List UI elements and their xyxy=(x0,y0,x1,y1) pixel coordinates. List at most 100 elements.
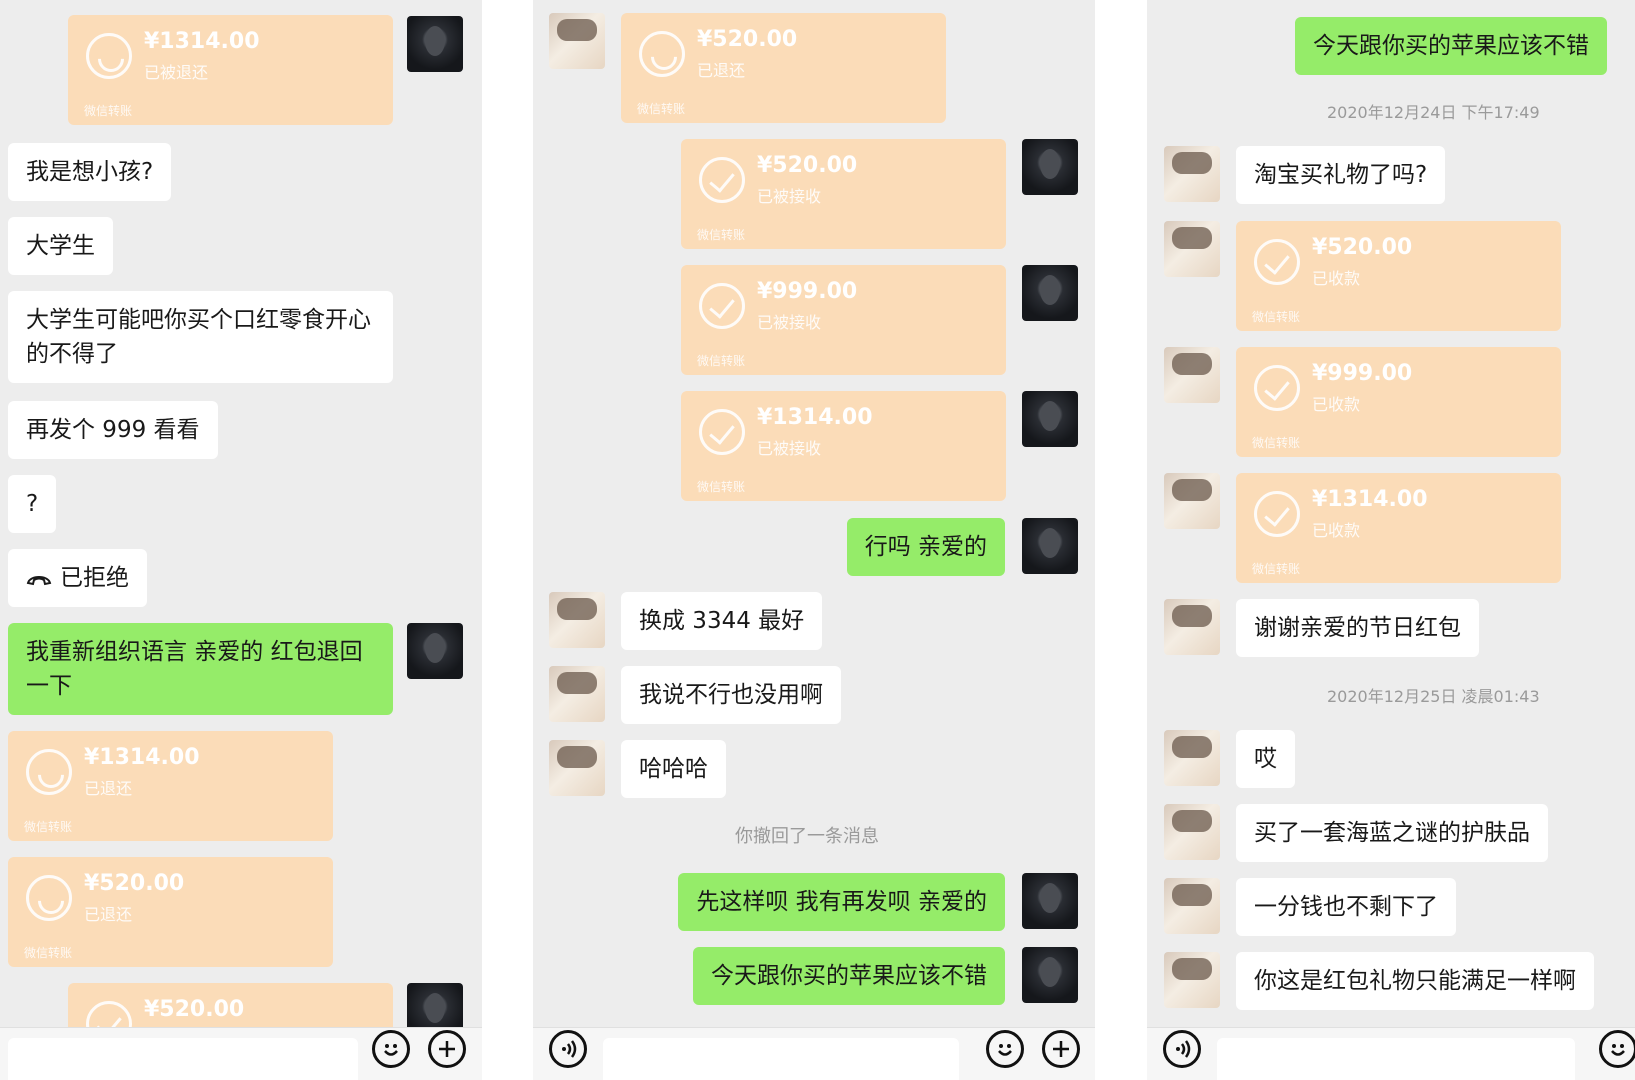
message-bubble: 今天跟你买的苹果应该不错 xyxy=(693,947,1005,1005)
transfer-card[interactable]: ¥1314.00 已收款 微信转账 xyxy=(1236,473,1561,583)
transfer-status: 已被接收 xyxy=(757,187,822,206)
transfer-amount: ¥1314.00 xyxy=(1312,487,1428,512)
transfer-card[interactable]: ¥520.00 已退还 微信转账 xyxy=(8,857,333,967)
avatar[interactable] xyxy=(407,623,463,679)
plus-icon[interactable] xyxy=(1042,1030,1080,1068)
avatar[interactable] xyxy=(1164,952,1220,1008)
transfer-card[interactable]: ¥520.00 已收款 微信转账 xyxy=(1236,221,1561,331)
avatar[interactable] xyxy=(549,666,605,722)
avatar[interactable] xyxy=(1022,265,1078,321)
message-bubble: 先这样呗 我有再发呗 亲爱的 xyxy=(678,873,1005,931)
check-icon xyxy=(1254,491,1300,537)
avatar[interactable] xyxy=(1164,221,1220,277)
message-bubble: 一分钱也不剩下了 xyxy=(1236,878,1456,936)
chat-panel-3: 今天跟你买的苹果应该不错 2020年12月24日 下午17:49 淘宝买礼物了吗… xyxy=(1147,0,1635,1080)
transfer-card[interactable]: ¥520.00 已退还 微信转账 xyxy=(621,13,946,123)
avatar[interactable] xyxy=(549,13,605,69)
avatar[interactable] xyxy=(1022,391,1078,447)
transfer-amount: ¥520.00 xyxy=(1312,235,1413,260)
hangup-icon xyxy=(26,575,52,585)
transfer-status: 已收款 xyxy=(1312,521,1361,540)
message-bubble: 我是想小孩? xyxy=(8,143,172,201)
avatar[interactable] xyxy=(1164,146,1220,202)
transfer-footer: 微信转账 xyxy=(24,820,73,834)
check-icon xyxy=(699,157,745,203)
input-bar xyxy=(533,1027,1095,1080)
chat-panel-1: ¥1314.00 已被退还 微信转账 我是想小孩? 大学生 大学生可能吧你买个口… xyxy=(0,0,482,1080)
message-bubble: 行吗 亲爱的 xyxy=(846,518,1005,576)
avatar[interactable] xyxy=(1164,878,1220,934)
message-input[interactable] xyxy=(603,1038,959,1080)
transfer-amount: ¥520.00 xyxy=(84,871,185,896)
message-bubble: 我重新组织语言 亲爱的 红包退回一下 xyxy=(8,623,393,715)
avatar[interactable] xyxy=(1164,599,1220,655)
voice-icon[interactable] xyxy=(1163,1030,1201,1068)
message-bubble: 大学生 xyxy=(8,217,113,275)
transfer-amount: ¥520.00 xyxy=(144,997,245,1022)
avatar[interactable] xyxy=(1164,347,1220,403)
transfer-amount: ¥999.00 xyxy=(1312,361,1413,386)
transfer-footer: 微信转账 xyxy=(1252,436,1301,450)
message-input[interactable] xyxy=(1217,1038,1575,1080)
transfer-amount: ¥999.00 xyxy=(757,279,858,304)
message-bubble: 哈哈哈 xyxy=(621,740,726,798)
transfer-status: 已收款 xyxy=(1312,269,1361,288)
transfer-footer: 微信转账 xyxy=(697,480,746,494)
transfer-status: 已退还 xyxy=(84,905,133,924)
return-icon xyxy=(26,749,72,795)
check-icon xyxy=(699,409,745,455)
transfer-footer: 微信转账 xyxy=(637,102,686,116)
emoji-icon[interactable] xyxy=(372,1030,410,1068)
emoji-icon[interactable] xyxy=(986,1030,1024,1068)
plus-icon[interactable] xyxy=(428,1030,466,1068)
transfer-footer: 微信转账 xyxy=(697,354,746,368)
transfer-card[interactable]: ¥520.00 已被接收 微信转账 xyxy=(681,139,1006,249)
transfer-amount: ¥1314.00 xyxy=(84,745,200,770)
avatar[interactable] xyxy=(549,592,605,648)
message-bubble: 谢谢亲爱的节日红包 xyxy=(1236,599,1479,657)
transfer-footer: 微信转账 xyxy=(1252,562,1301,576)
transfer-status: 已收款 xyxy=(1312,395,1361,414)
transfer-amount: ¥1314.00 xyxy=(757,405,873,430)
message-bubble: 你这是红包礼物只能满足一样啊 xyxy=(1236,952,1594,1010)
avatar[interactable] xyxy=(1022,518,1078,574)
input-bar xyxy=(1147,1027,1635,1080)
emoji-icon[interactable] xyxy=(1599,1030,1635,1068)
transfer-status: 已被退还 xyxy=(144,63,209,82)
avatar[interactable] xyxy=(549,740,605,796)
transfer-footer: 微信转账 xyxy=(1252,310,1301,324)
return-icon xyxy=(86,33,132,79)
return-icon xyxy=(26,875,72,921)
message-input[interactable] xyxy=(8,1038,358,1080)
message-bubble: 淘宝买礼物了吗? xyxy=(1236,146,1446,204)
transfer-status: 已被接收 xyxy=(757,439,822,458)
return-icon xyxy=(639,31,685,77)
transfer-footer: 微信转账 xyxy=(697,228,746,242)
call-status: 已拒绝 xyxy=(60,565,129,591)
message-bubble: 再发个 999 看看 xyxy=(8,401,218,459)
avatar[interactable] xyxy=(1022,947,1078,1003)
transfer-card[interactable]: ¥1314.00 已被接收 微信转账 xyxy=(681,391,1006,501)
avatar[interactable] xyxy=(1164,804,1220,860)
transfer-card[interactable]: ¥999.00 已收款 微信转账 xyxy=(1236,347,1561,457)
message-bubble: 我说不行也没用啊 xyxy=(621,666,841,724)
transfer-card[interactable]: ¥1314.00 已退还 微信转账 xyxy=(8,731,333,841)
avatar[interactable] xyxy=(1022,139,1078,195)
transfer-card[interactable]: ¥999.00 已被接收 微信转账 xyxy=(681,265,1006,375)
avatar[interactable] xyxy=(1164,730,1220,786)
message-bubble: 哎 xyxy=(1236,730,1295,788)
transfer-status: 已被接收 xyxy=(757,313,822,332)
message-bubble: 换成 3344 最好 xyxy=(621,592,823,650)
avatar[interactable] xyxy=(407,16,463,72)
message-bubble: ? xyxy=(8,475,57,533)
transfer-status: 已退还 xyxy=(84,779,133,798)
avatar[interactable] xyxy=(1164,473,1220,529)
transfer-card[interactable]: ¥1314.00 已被退还 微信转账 xyxy=(68,15,393,125)
message-bubble: 买了一套海蓝之谜的护肤品 xyxy=(1236,804,1548,862)
call-rejected-bubble: 已拒绝 xyxy=(8,549,147,607)
avatar[interactable] xyxy=(1022,873,1078,929)
transfer-status: 已退还 xyxy=(697,61,746,80)
voice-icon[interactable] xyxy=(549,1030,587,1068)
input-bar xyxy=(0,1027,482,1080)
check-icon xyxy=(1254,239,1300,285)
